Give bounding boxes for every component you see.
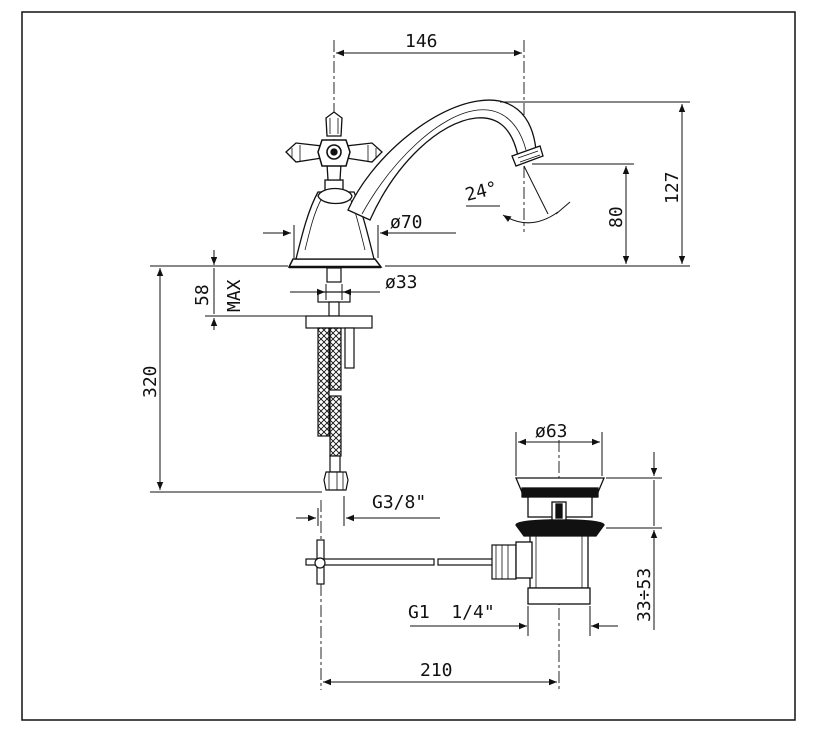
supply-hose-right [329,327,342,391]
fixing-nut [317,291,351,303]
dim-base-diameter: ø70 [390,212,423,233]
dim-waste-thread: G1 1/4" [408,602,495,623]
dim-total-height: 127 [662,171,683,204]
dim-spout-height: 80 [606,206,627,228]
dim-spout-angle: 24° [463,178,500,206]
dim-waste-diameter: ø63 [535,421,568,442]
fixing-plate [305,315,373,329]
waste-flange [515,519,605,537]
dim-waste-distance: 210 [420,660,453,681]
dim-max-label: MAX [224,279,245,312]
dim-shank-diameter: ø33 [385,272,418,293]
dim-spout-reach: 146 [405,31,438,52]
spout-aerator [511,145,544,167]
dimension-labels: 146 127 80 24° ø70 ø33 58 MAX 320 G3/8" … [140,31,683,681]
dim-hose-thread: G3/8" [372,492,426,513]
dim-hose-length: 320 [140,365,161,398]
drawing-frame [21,11,796,721]
dim-waste-range: 33÷53 [634,568,655,622]
dimension-lines [150,49,690,686]
pop-up-rod [305,539,517,585]
hose-connector-nut [323,471,349,491]
cross-handle [285,111,383,181]
shank-and-hoses [305,267,373,491]
waste-body [529,535,589,589]
pop-up-waste [515,477,605,605]
faucet-body [285,99,544,269]
dim-deck-thickness: 58 [192,284,213,306]
supply-hose-left [317,327,330,437]
